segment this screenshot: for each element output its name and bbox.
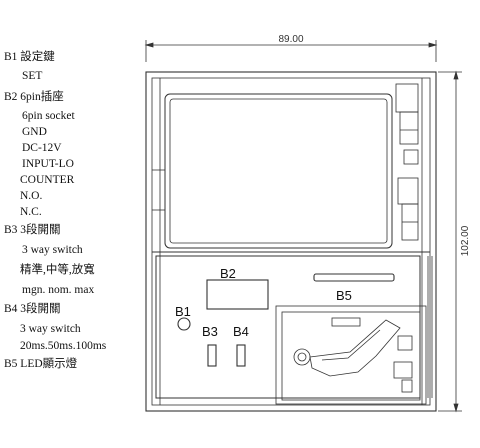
b5-led-slot	[313, 273, 395, 282]
legend-b3-title: B3 3段開關	[4, 224, 61, 236]
legend-b1-set: SET	[22, 70, 43, 82]
legend-b2-dc: DC-12V	[22, 142, 62, 154]
b3-label: B3	[202, 324, 218, 339]
housing-outline	[145, 71, 437, 412]
b4-switch	[236, 344, 246, 367]
legend-b5-title: B5 LED顯示燈	[4, 358, 78, 370]
legend-b2-input: INPUT-LO	[22, 158, 74, 170]
b1-set-button	[177, 317, 191, 331]
b4-label: B4	[233, 324, 249, 339]
component-legend: B1 設定鍵 SET B2 6pin插座 6pin socket GND DC-…	[0, 0, 140, 448]
legend-b2-title: B2 6pin插座	[4, 91, 64, 103]
b2-socket	[206, 279, 269, 310]
latch-upper	[395, 83, 419, 165]
top-cover	[164, 93, 393, 249]
b5-label: B5	[336, 288, 352, 303]
legend-b3-switch: 3 way switch	[22, 244, 83, 256]
legend-b2-gnd: GND	[22, 126, 47, 138]
b1-label: B1	[175, 304, 191, 319]
legend-b4-title: B4 3段開關	[4, 303, 61, 315]
legend-b1-title: B1 設定鍵	[4, 51, 55, 63]
clip-mechanism	[275, 305, 427, 405]
b2-label: B2	[220, 266, 236, 281]
legend-b2-socket: 6pin socket	[22, 110, 75, 122]
legend-b4-switch: 3 way switch	[20, 323, 81, 335]
legend-b2-no: N.O.	[20, 190, 43, 202]
legend-b3-cn: 精準,中等,放寬	[20, 264, 95, 276]
height-dimension-label: 102.00	[460, 225, 471, 256]
legend-b2-nc: N.C.	[20, 206, 42, 218]
lower-panel	[155, 255, 421, 399]
height-dimension	[438, 70, 462, 413]
width-dimension-label: 89.00	[278, 34, 303, 45]
b3-switch	[207, 344, 217, 367]
legend-b4-ms: 20ms.50ms.100ms	[20, 340, 107, 352]
housing-inner-outline	[151, 77, 431, 406]
width-dimension	[144, 40, 438, 62]
legend-b2-counter: COUNTER	[20, 174, 75, 186]
legend-b3-en: mgn. nom. max	[22, 284, 95, 296]
latch-lower	[397, 177, 419, 241]
